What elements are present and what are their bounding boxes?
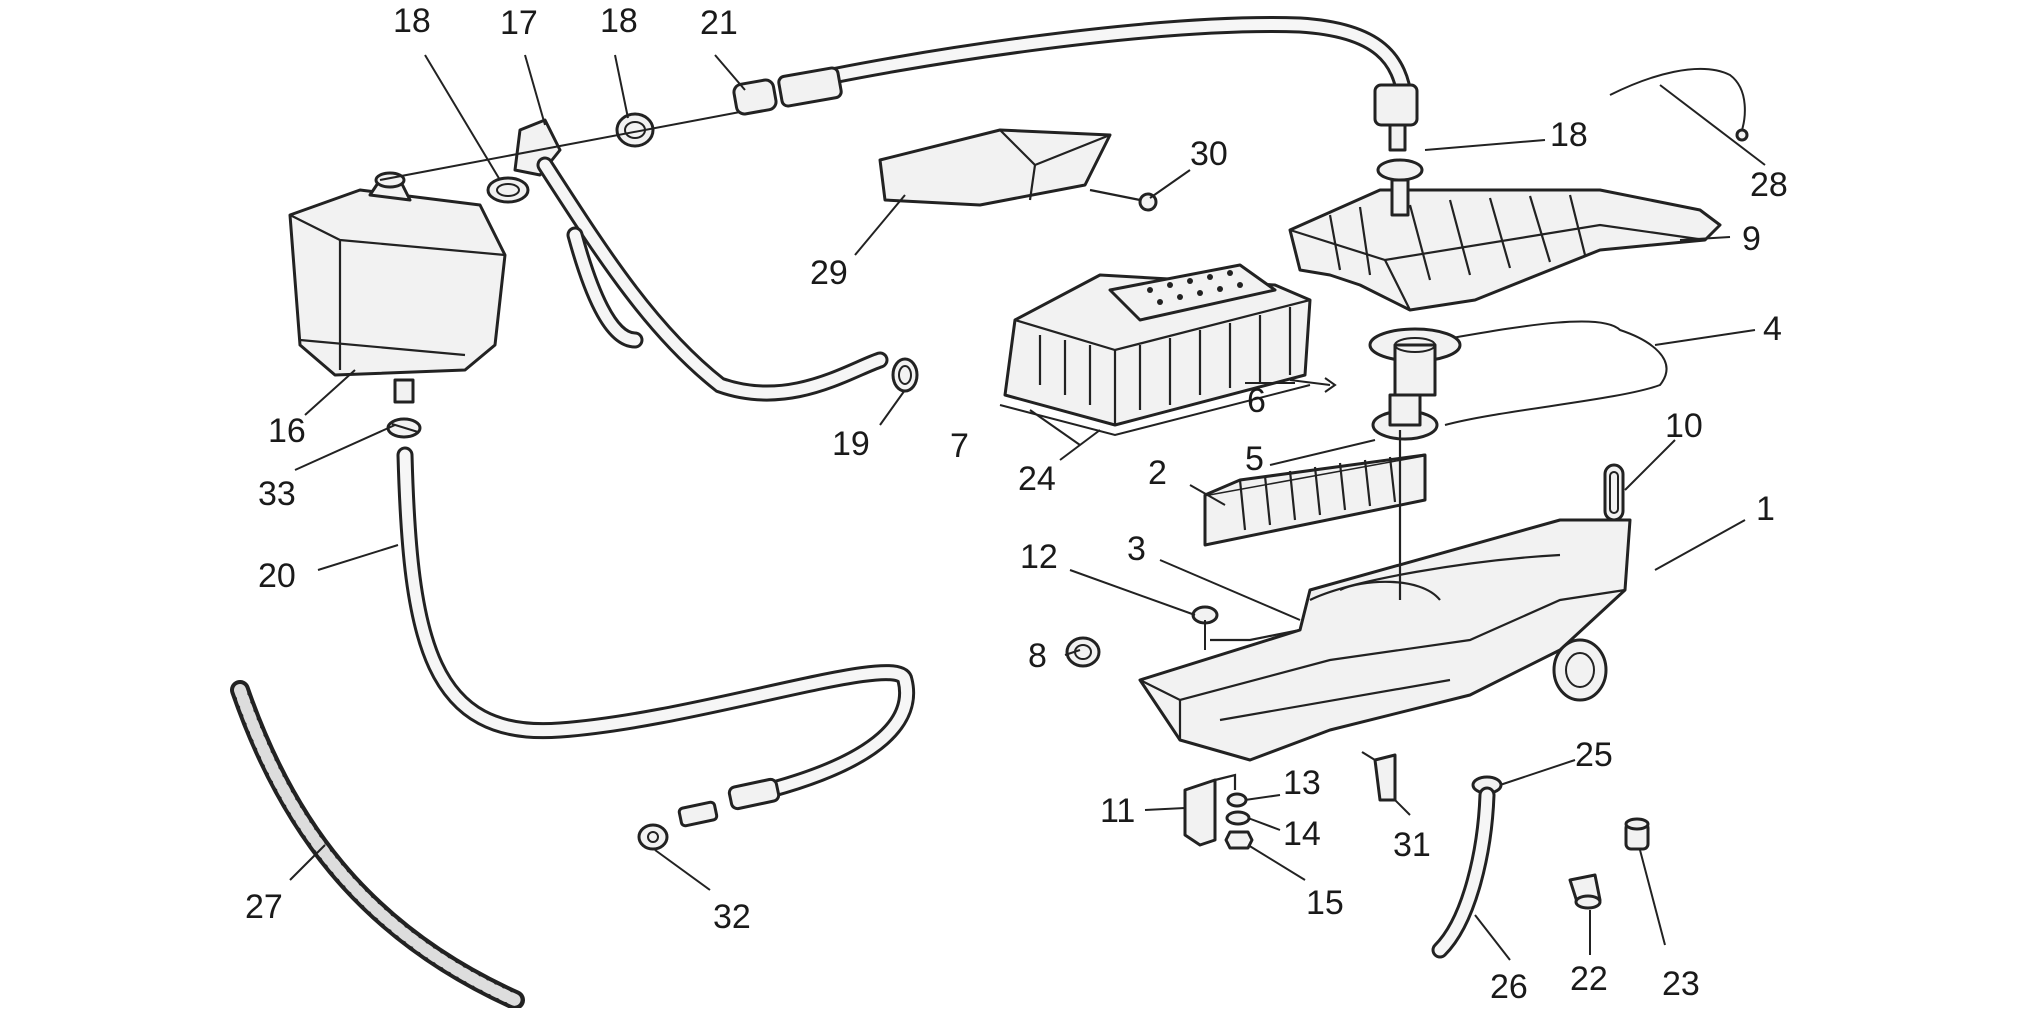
part-19-clamp	[891, 357, 919, 393]
part-2-filter-element	[1203, 453, 1427, 547]
assembly-line	[379, 111, 741, 181]
callout-3: 3	[1127, 530, 1146, 568]
callout-24: 24	[1018, 460, 1056, 498]
part-18-clamp-left	[486, 176, 530, 204]
callout-15: 15	[1306, 884, 1344, 922]
callout-7: 7	[950, 427, 969, 465]
callout-17: 17	[500, 4, 538, 42]
callout-23: 23	[1662, 965, 1700, 1003]
callout-12: 12	[1020, 538, 1058, 576]
callout-8: 8	[1028, 637, 1047, 675]
part-27-braided-hose	[230, 680, 525, 1010]
callout-22: 22	[1570, 960, 1608, 998]
callout-2: 2	[1148, 454, 1167, 492]
callout-18c: 18	[1550, 116, 1588, 154]
part-6-connector	[1289, 327, 1462, 397]
part-9-intake-manifold	[1288, 158, 1722, 312]
callout-18a: 18	[393, 2, 431, 40]
callout-6: 6	[1247, 382, 1266, 420]
callout-14: 14	[1283, 815, 1321, 853]
callout-25: 25	[1575, 736, 1613, 774]
part-4-gasket	[1439, 320, 1668, 426]
callout-16: 16	[268, 412, 306, 450]
part-22-cap	[1568, 873, 1602, 910]
callout-19: 19	[832, 425, 870, 463]
callout-20: 20	[258, 557, 296, 595]
part-30-screw	[1089, 188, 1158, 212]
part-11-bracket	[1183, 773, 1237, 847]
part-10-o-ring	[1603, 463, 1625, 522]
callout-28: 28	[1750, 166, 1788, 204]
callout-18b: 18	[600, 2, 638, 40]
callout-1: 1	[1756, 490, 1775, 528]
part-21-hose	[732, 16, 1419, 152]
callout-11: 11	[1100, 792, 1135, 830]
part-26-drain-tube	[1431, 786, 1496, 959]
part-29-cover	[878, 128, 1112, 207]
callout-27: 27	[245, 888, 283, 926]
part-5-rubber-seal	[1371, 393, 1439, 441]
callout-5: 5	[1245, 440, 1264, 478]
leader-lines	[289, 54, 1766, 961]
part-17-bracket	[513, 118, 889, 402]
callout-10: 10	[1665, 407, 1703, 445]
callout-29: 29	[810, 254, 848, 292]
part-14-washer	[1225, 810, 1251, 826]
part-20-hose	[396, 446, 916, 799]
callout-9: 9	[1742, 220, 1761, 258]
callout-32: 32	[713, 898, 751, 936]
part-1-airbox-base	[1138, 430, 1632, 762]
callout-13: 13	[1283, 764, 1321, 802]
part-23-cap	[1624, 817, 1650, 851]
part-33-clamp	[386, 417, 422, 439]
part-7-filter-housing-cover	[1003, 263, 1312, 427]
callout-31: 31	[1393, 826, 1431, 864]
callout-26: 26	[1490, 968, 1528, 1006]
callout-labels: 1 2 3 4 5 6 7 8 9 10 11 12 13 14 15 16 1…	[245, 2, 1788, 1006]
callout-30: 30	[1190, 135, 1228, 173]
part-12-screw	[1191, 605, 1219, 650]
callout-21: 21	[700, 4, 738, 42]
callout-33: 33	[258, 475, 296, 513]
part-28-wire	[1609, 67, 1749, 142]
part-15-nut	[1224, 830, 1254, 850]
part-13-washer	[1226, 792, 1248, 808]
part-16-reservoir-tank	[288, 171, 507, 404]
callout-4: 4	[1763, 310, 1782, 348]
part-32-fitting	[637, 777, 781, 851]
part-31-bracket	[1361, 751, 1397, 802]
